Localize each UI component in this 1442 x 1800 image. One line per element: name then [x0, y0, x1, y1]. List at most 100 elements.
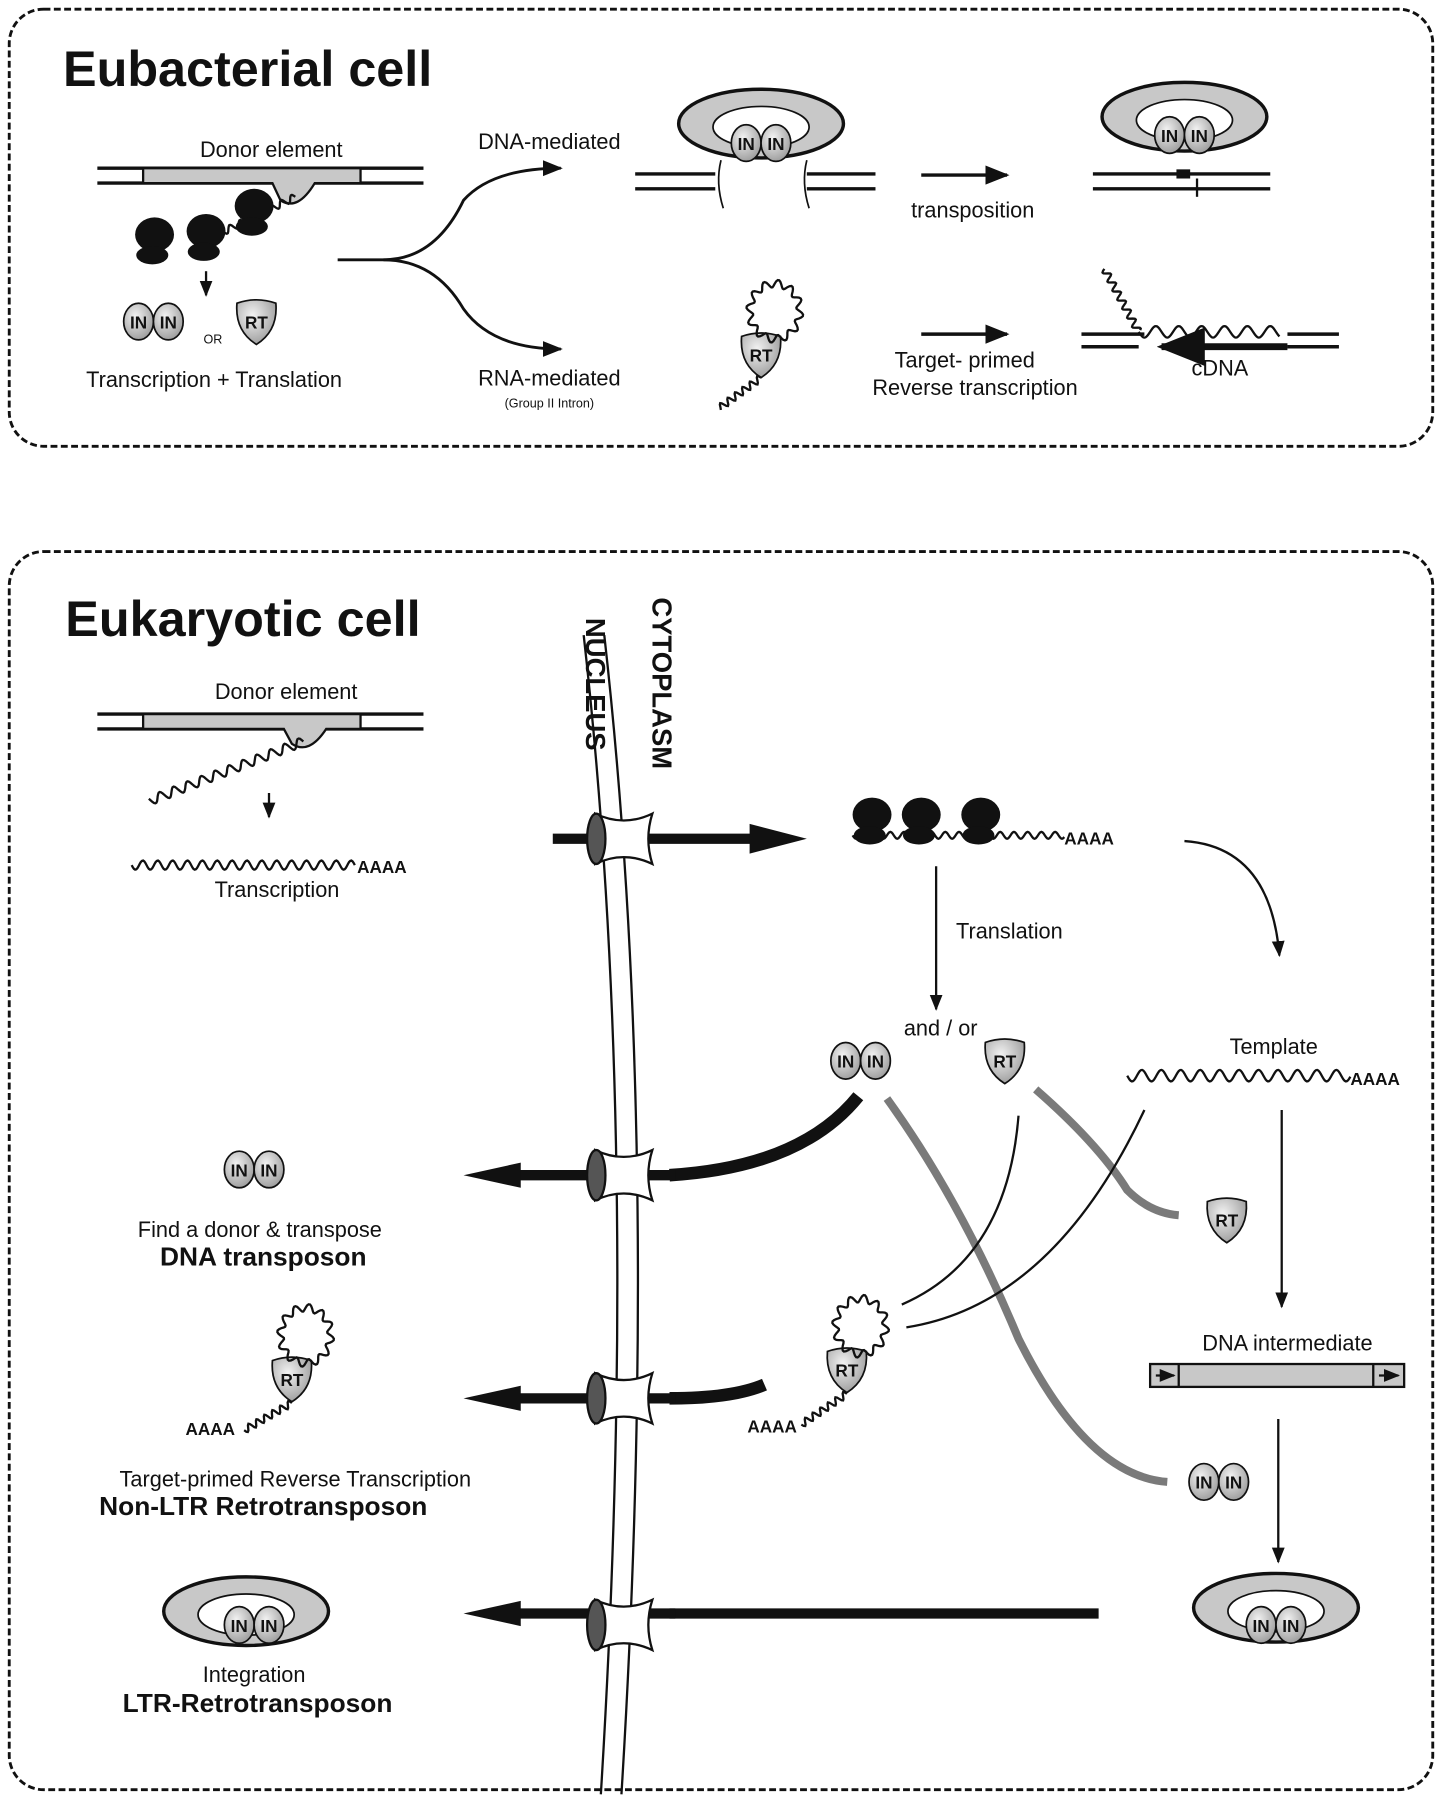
- integrase-label: IN: [837, 1052, 854, 1072]
- or-label: OR: [203, 332, 222, 346]
- integrase-label: IN: [1225, 1473, 1242, 1493]
- integrase-in: IN: [122, 302, 155, 341]
- rnp-rna-tail: [800, 1390, 848, 1428]
- rt-label: RT: [245, 312, 268, 332]
- rt-body: [1206, 1197, 1248, 1244]
- integrase-body: [253, 1150, 285, 1189]
- transcription-label: Transcription: [215, 877, 340, 902]
- and-or-label: and / or: [904, 1016, 978, 1041]
- rt-label: RT: [1215, 1211, 1238, 1231]
- nuclear-pore: [585, 1597, 655, 1653]
- donor-label-top: Donor element: [200, 137, 343, 162]
- eukaryotic-title: Eukaryotic cell: [65, 590, 420, 647]
- ribosome-large-subunit: [901, 797, 941, 832]
- rt-path-gray: [1033, 1086, 1180, 1220]
- ribosome-small-subunit: [902, 826, 935, 845]
- reverse-transcriptase: RT: [271, 1356, 313, 1403]
- rt-body: [740, 332, 782, 379]
- integrase-in: IN: [1153, 115, 1186, 155]
- ribosome-large-subunit: [186, 213, 226, 249]
- tprt-label-2: Reverse transcription: [872, 375, 1077, 400]
- nuclear-rnp-tail: [243, 1399, 293, 1434]
- nuclear-pore: [585, 1370, 655, 1426]
- dna-intermediate-label: DNA intermediate: [1202, 1330, 1372, 1355]
- integrase-label: IN: [231, 1160, 248, 1180]
- intron-rna-up: [1101, 268, 1143, 331]
- translation-label: Translation: [956, 918, 1063, 943]
- ltr-class: LTR-Retrotransposon: [123, 1688, 393, 1718]
- ribosome-small-subunit: [136, 246, 169, 265]
- eukaryotic-panel: [7, 550, 1435, 1792]
- in-import-curve: [669, 1092, 864, 1182]
- pore-rim: [585, 1372, 607, 1425]
- ribosome-small-subunit: [187, 242, 220, 261]
- rna-mediated-label: RNA-mediated: [478, 366, 621, 391]
- dna-break-left: [717, 159, 725, 209]
- polya-rnp: AAAA: [747, 1417, 797, 1437]
- rt-body: [826, 1347, 868, 1394]
- integrase-in: IN: [760, 123, 792, 163]
- tprt-label-1: Target- primed: [895, 347, 1035, 372]
- integrase-in: IN: [223, 1605, 255, 1645]
- integrase-in: IN: [829, 1041, 862, 1080]
- integrase-in: IN: [1217, 1462, 1250, 1502]
- donor-element-bottom: [141, 712, 362, 749]
- integrase-label: IN: [1282, 1616, 1299, 1636]
- donor-label-bottom: Donor element: [215, 679, 358, 704]
- rna-loop: [831, 1293, 891, 1359]
- ribosome-large-subunit: [234, 188, 274, 224]
- cdna-label: cDNA: [1192, 355, 1249, 380]
- integrase-label: IN: [260, 1160, 277, 1180]
- nascent-rna: [148, 737, 305, 805]
- integrase-in: IN: [1245, 1605, 1277, 1645]
- template-to-rnp-line: [906, 1109, 1146, 1329]
- integrase-body: [1183, 115, 1216, 155]
- donor-element-top: [141, 167, 362, 205]
- integrase-in: IN: [1188, 1462, 1220, 1502]
- reverse-transcriptase: RT: [826, 1347, 868, 1394]
- ribosome-large-subunit: [961, 797, 1001, 832]
- integrase-path-gray: [883, 1096, 1168, 1486]
- branch-rna: [383, 258, 563, 358]
- integrase-label: IN: [260, 1616, 277, 1636]
- integrase-body: [859, 1041, 892, 1080]
- rna-loop: [276, 1303, 336, 1368]
- integrase-in: IN: [253, 1150, 285, 1189]
- integrase-in: IN: [730, 123, 762, 163]
- dna-break-right: [803, 159, 810, 209]
- branch-dna: [337, 160, 563, 262]
- integrase-in: IN: [223, 1150, 255, 1189]
- nucleus-label: NUCLEUS: [580, 618, 611, 751]
- rt-label: RT: [993, 1052, 1016, 1072]
- ltr-import-arrow-head: [463, 1600, 521, 1627]
- integrase-in: IN: [1183, 115, 1216, 155]
- integrase-body: [1275, 1605, 1307, 1645]
- ribosome-small-subunit: [235, 217, 268, 236]
- template-label: Template: [1230, 1034, 1318, 1059]
- ribosome-large-subunit: [135, 217, 175, 252]
- integrase-in: IN: [253, 1605, 285, 1645]
- dna-intermediate-bar: [1148, 1362, 1406, 1389]
- nuclear-pore: [585, 811, 655, 867]
- pore-rim: [585, 812, 607, 866]
- polya-cytoplasm: AAAA: [1064, 829, 1114, 849]
- transposition-label: transposition: [911, 197, 1034, 222]
- integrase-body: [152, 302, 185, 341]
- pore-channel: [593, 1147, 655, 1203]
- dna-transposon-description: Find a donor & transpose: [138, 1217, 382, 1242]
- dna-mediated-label: DNA-mediated: [478, 129, 621, 154]
- integrase-label: IN: [867, 1052, 884, 1072]
- integrase-label: IN: [1161, 126, 1178, 146]
- reverse-transcriptase: RT: [1206, 1197, 1248, 1244]
- eubacterial-panel: [7, 7, 1435, 448]
- rt-label: RT: [750, 346, 773, 366]
- rna-tail-top: [718, 375, 762, 411]
- integrase-label: IN: [767, 134, 784, 154]
- pore-channel: [593, 811, 655, 867]
- integrase-label: IN: [1191, 126, 1208, 146]
- rt-label: RT: [835, 1361, 858, 1381]
- rnp-import-arrow-head: [463, 1385, 521, 1411]
- integrase-label: IN: [130, 312, 147, 332]
- template-rna: [1126, 1068, 1352, 1083]
